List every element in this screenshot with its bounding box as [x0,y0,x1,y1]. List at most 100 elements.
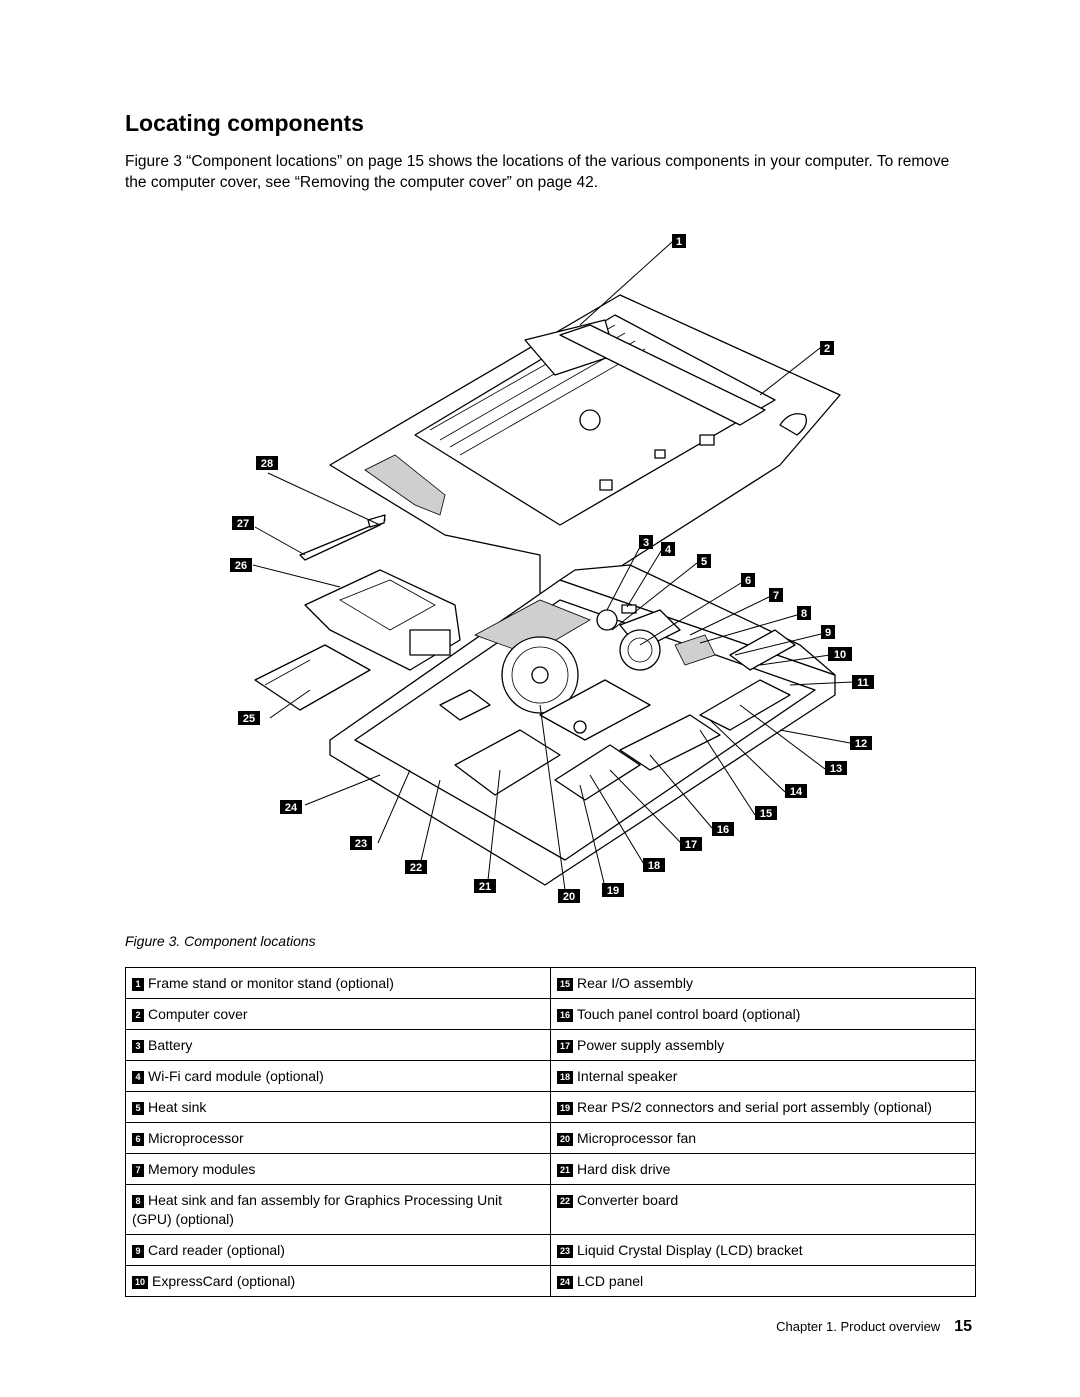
component-label: Memory modules [148,1161,256,1177]
component-label: Microprocessor fan [577,1130,697,1146]
component-label: Internal speaker [577,1068,678,1084]
component-label: Liquid Crystal Display (LCD) bracket [577,1242,803,1258]
component-label: Heat sink [148,1099,207,1115]
svg-text:21: 21 [479,881,491,893]
callout-badge: 3 [132,1040,144,1053]
callout-12: 12 [850,736,872,750]
svg-text:24: 24 [285,802,298,814]
component-label: LCD panel [577,1273,644,1289]
bracket-parts-drawing [254,514,461,711]
callout-badge: 23 [557,1245,574,1258]
callout-21: 21 [474,879,496,893]
callout-3: 3 [639,535,653,549]
callout-9: 9 [821,625,835,639]
callout-badge: 15 [557,978,574,991]
component-label: Heat sink and fan assembly for Graphics … [132,1192,503,1227]
svg-text:10: 10 [834,649,846,661]
callout-badge: 9 [132,1245,144,1258]
callout-26: 26 [230,558,252,572]
callout-27: 27 [232,516,254,530]
callout-badge: 6 [132,1133,144,1146]
component-label: ExpressCard (optional) [152,1273,296,1289]
svg-text:22: 22 [410,862,422,874]
callout-28: 28 [256,456,278,470]
figure-caption: Figure 3. Component locations [125,933,316,949]
component-label: Wi-Fi card module (optional) [148,1068,324,1084]
exploded-view-drawing: 1 2 3 4 5 6 7 8 9 10 11 12 13 14 15 16 1… [230,234,874,903]
component-label: Converter board [577,1192,679,1208]
figure-caption-prefix: Figure 3. [125,933,181,949]
callout-7: 7 [769,588,783,602]
svg-text:17: 17 [685,839,697,851]
svg-text:11: 11 [857,677,869,689]
callout-badge: 5 [132,1102,144,1115]
callout-10: 10 [828,647,852,661]
callout-17: 17 [680,837,702,851]
svg-text:6: 6 [745,575,751,587]
svg-text:19: 19 [607,885,619,897]
svg-text:1: 1 [676,236,682,248]
page-title: Locating components [125,110,364,136]
component-locations-figure: 1 2 3 4 5 6 7 8 9 10 11 12 13 14 15 16 1… [0,225,1080,915]
callout-4: 4 [661,542,675,556]
component-label: Computer cover [148,1006,248,1022]
callout-badge: 24 [557,1276,574,1289]
svg-text:26: 26 [235,560,247,572]
component-label: Card reader (optional) [148,1242,285,1258]
callout-badge: 16 [557,1009,574,1022]
table-cell: 6 Microprocessor [125,1122,551,1154]
callout-8: 8 [797,606,811,620]
svg-text:28: 28 [261,458,273,470]
svg-text:7: 7 [773,590,779,602]
component-label: Rear I/O assembly [577,975,693,991]
svg-text:2: 2 [824,343,830,355]
callout-badge: 10 [132,1276,149,1289]
callout-badge: 22 [557,1195,574,1208]
table-cell: 5 Heat sink [125,1091,551,1123]
callout-11: 11 [852,675,874,689]
callout-badge: 7 [132,1164,144,1177]
svg-text:14: 14 [790,786,803,798]
callout-22: 22 [405,860,427,874]
callout-23: 23 [350,836,372,850]
svg-text:8: 8 [801,608,807,620]
component-label: Microprocessor [148,1130,244,1146]
callout-1: 1 [672,234,686,248]
table-cell: 7 Memory modules [125,1153,551,1185]
page-number: 15 [954,1318,972,1335]
component-label: Touch panel control board (optional) [577,1006,801,1022]
callout-badge: 8 [132,1195,144,1208]
callout-13: 13 [825,761,847,775]
callout-badge: 20 [557,1133,574,1146]
svg-text:9: 9 [825,627,831,639]
svg-text:16: 16 [717,824,729,836]
svg-text:12: 12 [855,738,867,750]
chapter-label: Chapter 1. Product overview [776,1319,941,1334]
callout-badge: 21 [557,1164,574,1177]
callout-14: 14 [785,784,807,798]
table-cell: 2 Computer cover [125,998,551,1030]
callout-16: 16 [712,822,734,836]
svg-text:23: 23 [355,838,367,850]
callout-badge: 2 [132,1009,144,1022]
